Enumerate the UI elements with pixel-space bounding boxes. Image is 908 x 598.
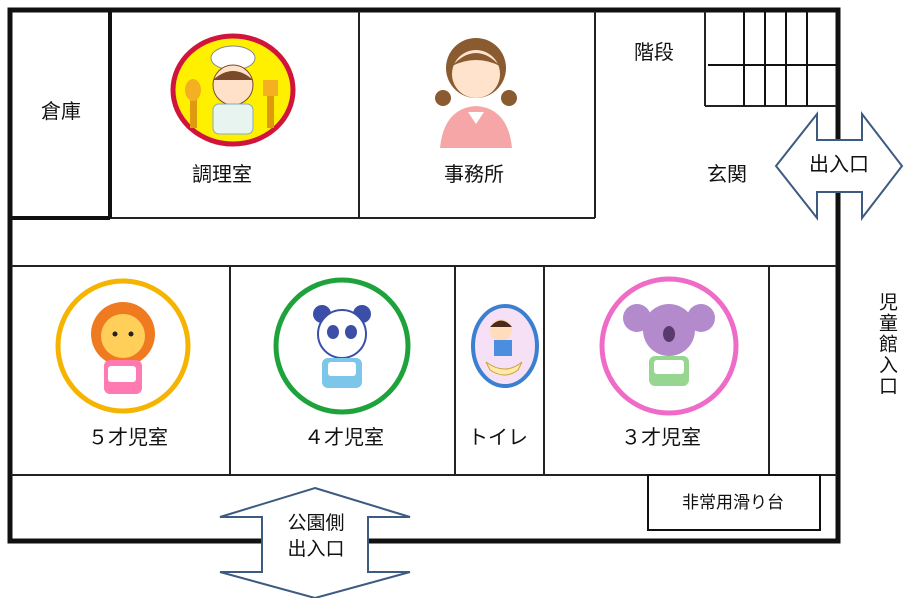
room-label-kitchen: 調理室: [192, 162, 252, 186]
park-side-arrow-icon: [219, 486, 411, 598]
park-side-label-2: 出入口: [287, 538, 345, 560]
toilet-boy-icon: [471, 304, 539, 388]
chef-icon: [170, 33, 296, 147]
koala-icon: [599, 276, 739, 416]
entrance-door-label: 出入口: [809, 152, 869, 176]
room-label-toilet: トイレ: [468, 425, 528, 449]
room-label-storage: 倉庫: [41, 99, 81, 123]
interior-walls: [11, 11, 837, 476]
room-label-3yo: ３才児室: [621, 425, 701, 449]
emergency-slide-box: [647, 474, 821, 531]
outer-wall: [7, 7, 841, 544]
lion-icon: [55, 278, 191, 414]
room-label-4yo: ４才児室: [304, 425, 384, 449]
childrens-hall-entrance-label: 児童館入口: [876, 292, 898, 397]
room-label-5yo: ５才児室: [88, 425, 168, 449]
stairs-icon: [708, 11, 837, 106]
room-label-stairs: 階段: [634, 40, 674, 64]
park-side-label-1: 公園側: [287, 512, 345, 534]
panda-icon: [273, 277, 411, 415]
office-staff-icon: [435, 38, 517, 148]
entrance-arrow-icon: [774, 111, 904, 221]
emergency-slide-label: 非常用滑り台: [682, 493, 784, 513]
room-label-entrance: 玄関: [707, 162, 747, 186]
room-label-office: 事務所: [444, 162, 504, 186]
